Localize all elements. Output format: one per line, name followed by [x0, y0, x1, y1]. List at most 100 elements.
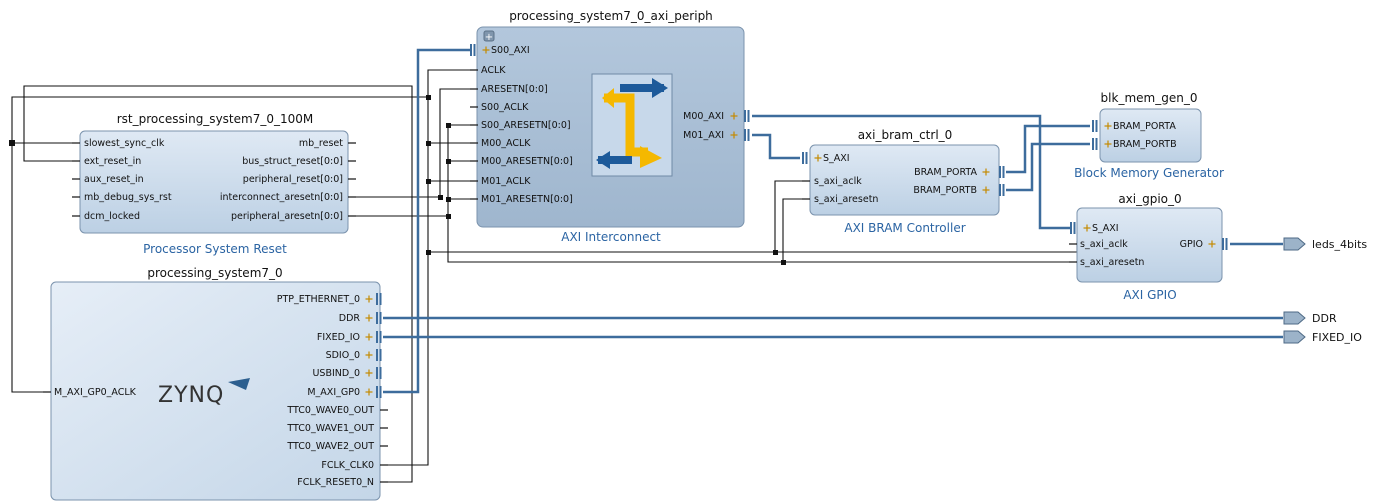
zynq-block[interactable]: processing_system7_0 ZYNQ M_AXI_GP0_ACLK… [43, 266, 388, 501]
pin-bus-connector[interactable] [376, 349, 382, 361]
clock-net-bram[interactable] [428, 180, 810, 253]
pin-label: ARESETN[0:0] [481, 84, 548, 95]
pin-bus-connector[interactable] [376, 367, 382, 379]
bus-interface-plus-icon[interactable] [1104, 122, 1112, 130]
pin-gpio-connector[interactable] [1222, 238, 1228, 250]
zynq-logo: ZYNQ [158, 383, 224, 408]
pin-label: TTC0_WAVE1_OUT [286, 423, 374, 434]
external-port-label: DDR [1312, 312, 1337, 325]
clock-net-fclk[interactable] [380, 69, 478, 466]
bus-porta[interactable] [1006, 124, 1090, 174]
bus-m01-to-bram[interactable] [752, 133, 800, 160]
external-port-label: FIXED_IO [1312, 331, 1362, 344]
pin-label: S00_AXI [491, 45, 530, 56]
reset-net-interconnect[interactable] [350, 88, 478, 198]
pin-label: M01_ACLK [481, 176, 531, 187]
gpio-caption: AXI GPIO [1123, 288, 1176, 302]
pin-bus-connector[interactable] [376, 331, 382, 343]
pin-bram-port-connector[interactable] [999, 184, 1005, 196]
pin-s00-axi-connector[interactable] [470, 44, 476, 56]
pin-m01-axi-connector[interactable] [744, 129, 750, 141]
reset-caption: Processor System Reset [143, 242, 287, 256]
pin-label: S00_ARESETN[0:0] [481, 120, 571, 131]
bus-m00-to-gpio[interactable] [752, 114, 1070, 230]
pin-label: s_axi_aclk [814, 176, 862, 187]
bus-interface-plus-icon[interactable] [365, 351, 373, 359]
bus-gp0-to-s00[interactable] [383, 48, 470, 394]
pin-label: M_AXI_GP0 [307, 387, 360, 398]
reset-block[interactable]: rst_processing_system7_0_100M Processor … [72, 112, 356, 256]
external-port-fixed-io[interactable]: FIXED_IO [1283, 330, 1362, 344]
reset-net-ext[interactable] [23, 85, 413, 483]
bram-ctrl-block[interactable]: axi_bram_ctrl_0 AXI BRAM Controller S_AX… [802, 128, 1005, 235]
output-port-icon [1283, 311, 1306, 325]
output-port-icon [1283, 237, 1306, 251]
clock-net-gpio[interactable] [775, 241, 1078, 253]
zynq-logo-swoosh-icon [228, 378, 250, 390]
interconnect-caption: AXI Interconnect [561, 230, 661, 244]
pin-bram-port-connector[interactable] [1092, 138, 1098, 150]
bus-interface-plus-icon[interactable] [365, 295, 373, 303]
pin-bus-connector[interactable] [376, 386, 382, 398]
bus-interface-plus-icon[interactable] [982, 168, 990, 176]
bus-interface-plus-icon[interactable] [730, 112, 738, 120]
pin-label: USBIND_0 [312, 368, 360, 379]
reset-net-peripheral[interactable] [350, 198, 810, 263]
bus-interface-plus-icon[interactable] [1208, 240, 1216, 248]
blk-mem-title: blk_mem_gen_0 [1101, 91, 1198, 105]
pin-label: s_axi_aresetn [814, 194, 878, 205]
pin-label: aux_reset_in [84, 174, 144, 185]
bus-interface-plus-icon[interactable] [1083, 224, 1091, 232]
bus-interface-plus-icon[interactable] [365, 388, 373, 396]
reset-body[interactable] [79, 130, 349, 234]
pin-label: M_AXI_GP0_ACLK [54, 387, 137, 398]
bus-interface-plus-icon[interactable] [365, 314, 373, 322]
pin-s-axi-connector[interactable] [802, 152, 808, 164]
pin-label: GPIO [1180, 239, 1203, 250]
bus-interface-plus-icon[interactable] [1104, 140, 1112, 148]
svg-text:+: + [485, 32, 493, 43]
blk-mem-block[interactable]: blk_mem_gen_0 Block Memory Generator BRA… [1074, 91, 1224, 180]
bram-ctrl-body[interactable] [809, 144, 1000, 216]
external-port-leds[interactable]: leds_4bits [1283, 237, 1367, 251]
pin-label: FCLK_RESET0_N [297, 477, 374, 488]
pin-label: FIXED_IO [317, 332, 360, 343]
pin-bus-connector[interactable] [376, 293, 382, 305]
net-wires [9, 69, 1078, 483]
bus-interface-plus-icon[interactable] [482, 46, 490, 54]
pin-label: s_axi_aresetn [1080, 257, 1144, 268]
bus-interface-plus-icon[interactable] [365, 333, 373, 341]
blk-mem-body[interactable] [1099, 108, 1202, 163]
gpio-block[interactable]: axi_gpio_0 AXI GPIO S_AXIs_axi_aclks_axi… [1069, 192, 1228, 302]
bus-portb[interactable] [1006, 142, 1090, 192]
bus-interface-plus-icon[interactable] [365, 369, 373, 377]
pin-bus-connector[interactable] [376, 312, 382, 324]
external-port-ddr[interactable]: DDR [1283, 311, 1337, 325]
pin-label: slowest_sync_clk [84, 138, 165, 149]
pin-label: peripheral_aresetn[0:0] [231, 211, 343, 222]
output-port-icon [1283, 330, 1306, 344]
bram-ctrl-title: axi_bram_ctrl_0 [858, 128, 953, 142]
pin-bram-port-connector[interactable] [1092, 120, 1098, 132]
pin-m00-axi-connector[interactable] [744, 110, 750, 122]
pin-s-axi-connector[interactable] [1070, 222, 1076, 234]
pin-label: M00_ACLK [481, 138, 531, 149]
pin-label: TTC0_WAVE2_OUT [286, 441, 374, 452]
pin-label: mb_debug_sys_rst [84, 192, 172, 203]
pin-bram-port-connector[interactable] [999, 166, 1005, 178]
bus-interface-plus-icon[interactable] [982, 186, 990, 194]
pin-label: S_AXI [823, 153, 850, 164]
pin-label: M00_ARESETN[0:0] [481, 156, 573, 167]
pin-label: interconnect_aresetn[0:0] [220, 192, 343, 203]
pin-label: BRAM_PORTA [914, 167, 977, 178]
interconnect-block[interactable]: processing_system7_0_axi_periph + AXI In… [470, 9, 750, 244]
bus-interface-plus-icon[interactable] [730, 131, 738, 139]
expand-icon[interactable] [483, 30, 495, 42]
pin-label: mb_reset [299, 138, 343, 149]
pin-label: BRAM_PORTB [913, 185, 977, 196]
pin-label: BRAM_PORTA [1113, 121, 1176, 132]
blk-mem-caption: Block Memory Generator [1074, 166, 1224, 180]
bus-interface-plus-icon[interactable] [814, 154, 822, 162]
reset-title: rst_processing_system7_0_100M [117, 112, 313, 126]
